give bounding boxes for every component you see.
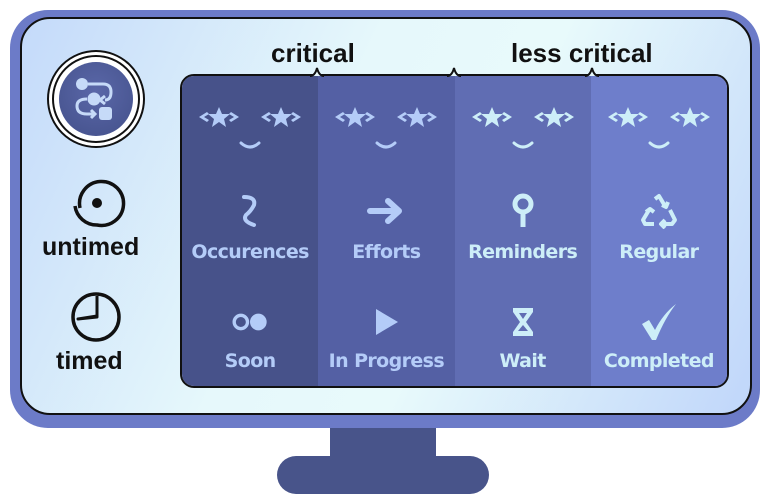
group-label-critical: critical bbox=[271, 38, 355, 68]
group-divider-notch bbox=[310, 67, 324, 77]
monitor-stand-base bbox=[277, 456, 489, 494]
target-dot-icon bbox=[73, 179, 126, 228]
cell-label-reminders[interactable]: Reminders bbox=[468, 241, 578, 263]
star-eye-icon bbox=[533, 107, 574, 127]
star-eye-icon bbox=[199, 107, 240, 127]
recycle-icon bbox=[639, 191, 679, 231]
group-divider-notch bbox=[585, 67, 599, 77]
cell-label-soon[interactable]: Soon bbox=[224, 350, 277, 372]
pin-icon bbox=[503, 191, 543, 231]
play-icon bbox=[366, 302, 406, 342]
cell-label-occurences[interactable]: Occurences bbox=[191, 241, 309, 263]
squiggle-icon bbox=[230, 191, 270, 231]
star-eye-icon bbox=[669, 107, 710, 127]
cell-label-in-progress[interactable]: In Progress bbox=[328, 350, 445, 372]
logo-ring bbox=[52, 55, 140, 143]
monitor-stand-neck bbox=[330, 428, 436, 458]
star-eye-icon bbox=[335, 107, 376, 127]
clock-icon bbox=[71, 292, 121, 342]
app-logo bbox=[47, 50, 145, 148]
workflow-icon bbox=[75, 78, 113, 120]
status-panel: Occurences Soon Efforts In Progress Re bbox=[180, 74, 729, 388]
column-reminders-wait: Reminders Wait bbox=[454, 76, 591, 386]
face-eyes bbox=[182, 106, 318, 128]
group-divider-notch bbox=[447, 67, 461, 77]
column-regular-completed: Regular Completed bbox=[590, 76, 727, 386]
star-eye-icon bbox=[261, 107, 302, 127]
group-label-less-critical: less critical bbox=[511, 38, 653, 68]
star-eye-icon bbox=[471, 107, 512, 127]
two-circles-icon bbox=[230, 302, 270, 342]
column-efforts-in-progress: Efforts In Progress bbox=[318, 76, 455, 386]
smile-icon bbox=[239, 141, 261, 149]
legend-timed-label: timed bbox=[56, 347, 123, 375]
smile-icon bbox=[375, 141, 397, 149]
smile-icon bbox=[648, 141, 670, 149]
star-eye-icon bbox=[397, 107, 438, 127]
face-eyes bbox=[318, 106, 454, 128]
cell-label-wait[interactable]: Wait bbox=[499, 350, 546, 372]
hourglass-icon bbox=[503, 302, 543, 342]
smile-icon bbox=[512, 141, 534, 149]
star-eye-icon bbox=[607, 107, 648, 127]
cell-label-completed[interactable]: Completed bbox=[603, 350, 715, 372]
cell-label-efforts[interactable]: Efforts bbox=[352, 241, 421, 263]
column-occurences-soon: Occurences Soon bbox=[182, 76, 319, 386]
face-eyes bbox=[591, 106, 727, 128]
cell-label-regular[interactable]: Regular bbox=[619, 241, 699, 263]
checkmark-icon bbox=[639, 302, 679, 342]
arrow-right-icon bbox=[366, 191, 406, 231]
legend-untimed-label: untimed bbox=[42, 233, 140, 261]
face-eyes bbox=[455, 106, 591, 128]
